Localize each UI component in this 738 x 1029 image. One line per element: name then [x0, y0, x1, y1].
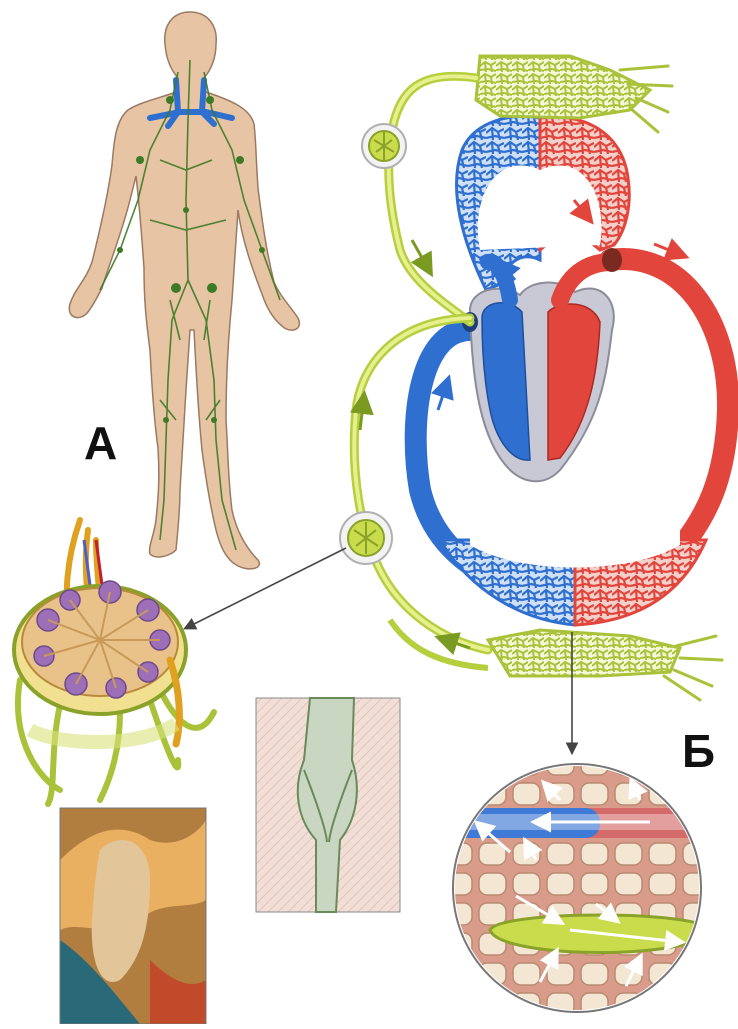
figure-label-b: Б	[682, 728, 715, 774]
heart-circulation-icon	[416, 116, 728, 625]
lymph-vessel-valve-icon	[256, 698, 400, 912]
lymph-node-photo-icon	[60, 808, 206, 1024]
figure-label-a: А	[84, 420, 117, 466]
pointer-node	[186, 548, 346, 628]
capillary-tissue-magnified-icon	[450, 760, 710, 1020]
lymph-node-cross-section-icon	[14, 520, 214, 804]
human-body-lymphatic-system-icon	[69, 12, 299, 569]
